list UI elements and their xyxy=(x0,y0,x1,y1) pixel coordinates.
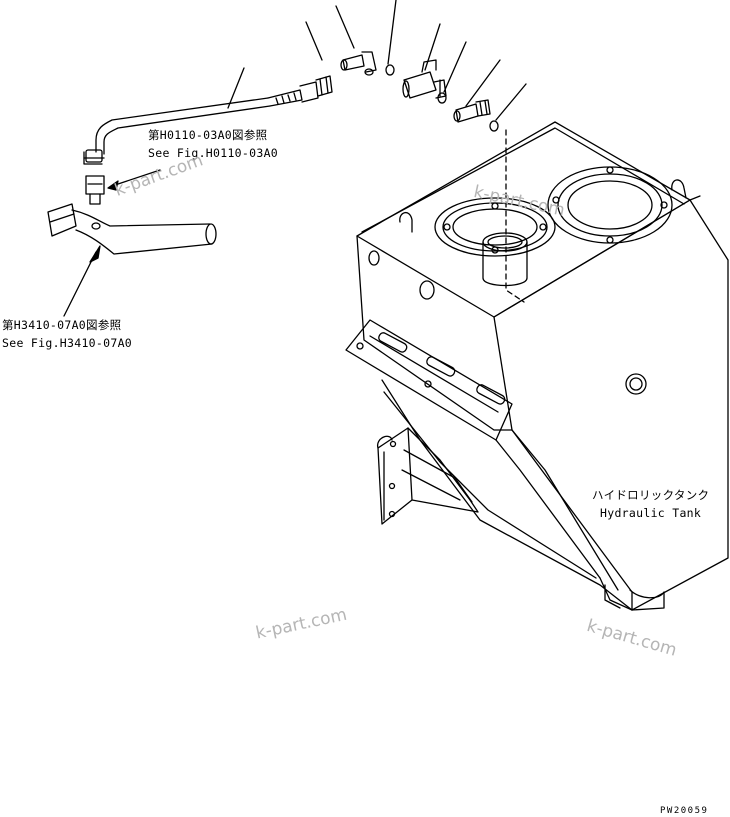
hydraulic-tank xyxy=(345,121,729,611)
tank-left-face xyxy=(356,235,513,431)
adapter-fitting xyxy=(453,99,491,123)
hose-assembly xyxy=(83,75,333,165)
sensor-fitting xyxy=(402,59,447,99)
pipe-ref-jp: 第H3410-07A0図参照 xyxy=(2,318,122,332)
tank-mount-frame xyxy=(377,427,479,525)
pipe-ref-en: See Fig.H3410-07A0 xyxy=(2,336,133,350)
filler-neck-left xyxy=(434,197,556,287)
drawing-code: PW20059 xyxy=(660,806,709,816)
tank-cover-right xyxy=(547,166,673,244)
hose-ref-jp: 第H0110-03A0図参照 xyxy=(148,128,268,142)
tank-label-en: Hydraulic Tank xyxy=(600,506,702,520)
tank-lower-section xyxy=(381,379,665,611)
tank-front-face xyxy=(493,199,729,611)
pipe-assembly xyxy=(47,169,217,317)
tank-top-face xyxy=(356,121,691,318)
tank-label-jp: ハイドロリックタンク xyxy=(592,488,710,502)
elbow-fitting xyxy=(340,51,377,76)
fitting-chain xyxy=(83,0,527,303)
tank-bracket xyxy=(345,319,513,441)
hose-ref-en: See Fig.H0110-03A0 xyxy=(148,146,279,160)
